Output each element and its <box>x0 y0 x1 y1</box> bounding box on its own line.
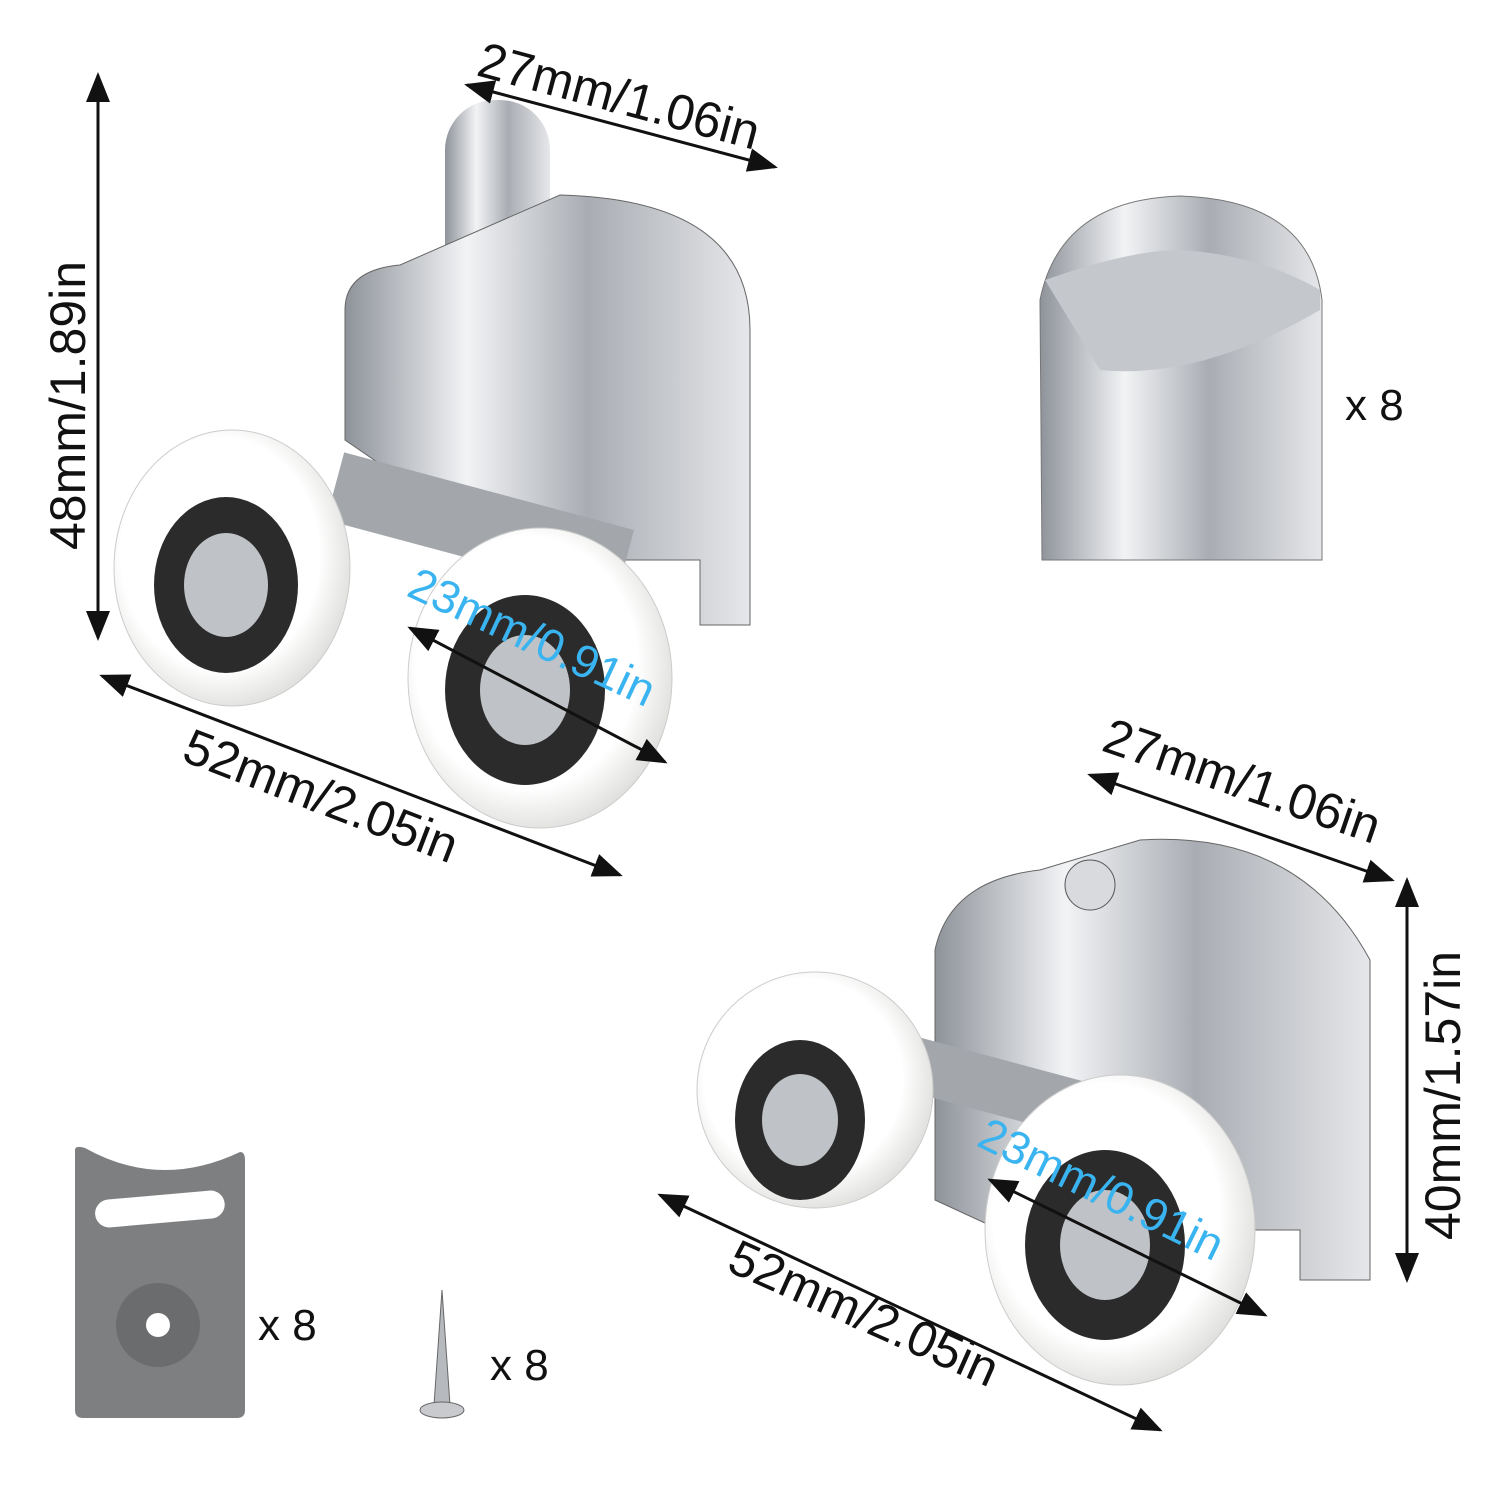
screw-quantity: x 8 <box>490 1341 549 1390</box>
screw <box>419 1289 465 1419</box>
bottom-wheel-left <box>696 971 934 1209</box>
top-length-arrow <box>99 674 623 877</box>
bottom-width-arrow <box>1087 772 1395 883</box>
bottom-length-arrow <box>657 1193 1163 1432</box>
bottom-wheel-arrow <box>987 1178 1268 1317</box>
bottom-length-label: 52mm/2.05in <box>721 1229 1008 1398</box>
mounting-pad <box>75 1146 245 1418</box>
bottom-screw-head <box>1064 859 1116 911</box>
dimension-arrows <box>86 72 1419 1432</box>
top-wheel-arrow <box>407 626 668 764</box>
top-width-arrow <box>464 80 778 172</box>
pad-quantity: x 8 <box>258 1301 317 1350</box>
end-cap-top-face <box>1045 250 1320 372</box>
top-height-label: 48mm/1.89in <box>40 261 96 550</box>
bottom-height-label: 40mm/1.57in <box>1415 951 1471 1240</box>
bottom-width-label: 27mm/1.06in <box>1096 707 1388 854</box>
cap-quantity: x 8 <box>1345 381 1404 430</box>
top-wheel-left <box>113 429 351 707</box>
top-body <box>344 194 751 626</box>
